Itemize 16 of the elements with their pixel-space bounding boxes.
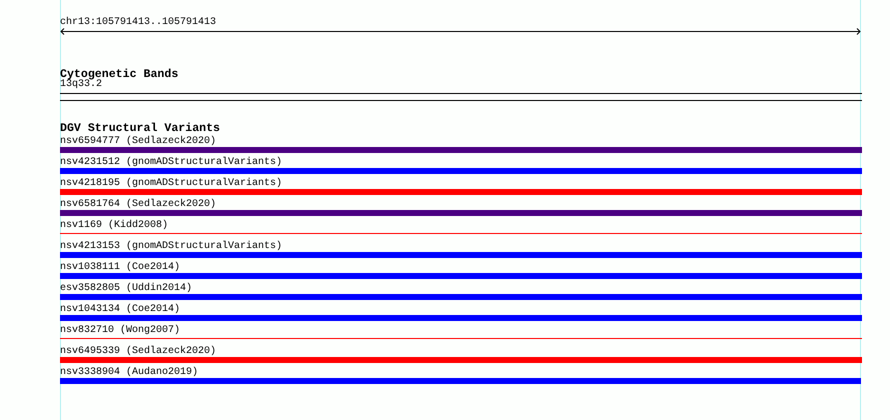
feature-label: nsv6495339 (Sedlazeck2020) xyxy=(60,346,216,357)
feature-label: nsv1169 (Kidd2008) xyxy=(60,220,168,231)
track-title: Cytogenetic Bands xyxy=(60,68,178,80)
position-label: chr13:105791413..105791413 xyxy=(60,18,216,28)
feature-label: nsv3338904 (Audano2019) xyxy=(60,368,198,378)
feature-label: nsv832710 (Wong2007) xyxy=(60,326,180,336)
feature-label: nsv4213153 (gnomADStructuralVariants) xyxy=(60,242,282,252)
feature-label: nsv4231512 (gnomADStructuralVariants) xyxy=(60,158,282,168)
feature-label: nsv1043134 (Coe2014) xyxy=(60,304,180,315)
feature-label: nsv1038111 (Coe2014) xyxy=(60,262,180,273)
feature-label: nsv6581764 (Sedlazeck2020) xyxy=(60,200,216,210)
track-title: DGV Structural Variants xyxy=(60,123,220,135)
band-label: 13q33.2 xyxy=(60,80,102,90)
feature-label: esv3582805 (Uddin2014) xyxy=(60,284,192,294)
feature-label: nsv6594777 (Sedlazeck2020) xyxy=(60,136,216,147)
feature-label: nsv4218195 (gnomADStructuralVariants) xyxy=(60,178,282,189)
